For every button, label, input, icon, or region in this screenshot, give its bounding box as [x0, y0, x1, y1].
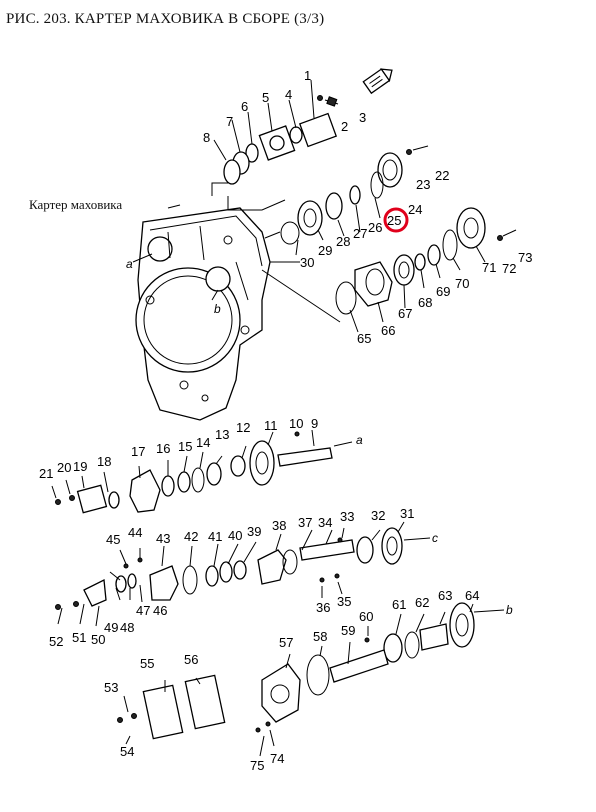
part-label-11: 11 [264, 418, 278, 433]
part-label-37: 37 [298, 515, 312, 530]
part-label-60: 60 [359, 609, 373, 624]
part-label-29: 29 [318, 243, 332, 258]
part-label-23: 23 [416, 177, 430, 192]
part-number-labels: 1 2 3 4 5 6 7 8 9 10 11 12 13 14 15 16 1… [39, 68, 532, 773]
part-label-12: 12 [236, 420, 250, 435]
part-label-30: 30 [300, 255, 314, 270]
part-label-26: 26 [368, 220, 382, 235]
housing-label: Картер маховика [29, 197, 123, 212]
part-label-32: 32 [371, 508, 385, 523]
part-label-74: 74 [270, 751, 284, 766]
part-label-24: 24 [408, 202, 422, 217]
part-label-39: 39 [247, 524, 261, 539]
part-label-59: 59 [341, 623, 355, 638]
part-label-44: 44 [128, 525, 142, 540]
part-label-73: 73 [518, 250, 532, 265]
part-label-6: 6 [241, 99, 248, 114]
part-label-65: 65 [357, 331, 371, 346]
part-label-62: 62 [415, 595, 429, 610]
part-label-40: 40 [228, 528, 242, 543]
connector-a-shaft: a [356, 433, 363, 447]
part-label-31: 31 [400, 506, 414, 521]
part-label-17: 17 [131, 444, 145, 459]
part-label-64: 64 [465, 588, 479, 603]
part-label-61: 61 [392, 597, 406, 612]
part-label-3: 3 [359, 110, 366, 125]
part-label-20: 20 [57, 460, 71, 475]
part-label-22: 22 [435, 168, 449, 183]
part-label-21: 21 [39, 466, 53, 481]
part-label-36: 36 [316, 600, 330, 615]
part-label-16: 16 [156, 441, 170, 456]
part-label-18: 18 [97, 454, 111, 469]
part-label-4: 4 [285, 87, 292, 102]
pto-group-right [335, 207, 517, 333]
connector-b-housing: b [214, 302, 221, 316]
part-label-66: 66 [381, 323, 395, 338]
part-label-8: 8 [203, 130, 210, 145]
flywheel-housing [135, 207, 271, 421]
part-label-51: 51 [72, 630, 86, 645]
part-label-58: 58 [313, 629, 327, 644]
part-label-55: 55 [140, 656, 154, 671]
shaft-group-b [117, 602, 505, 757]
part-label-47: 47 [136, 603, 150, 618]
part-label-43: 43 [156, 531, 170, 546]
part-label-7: 7 [226, 114, 233, 129]
part-label-52: 52 [49, 634, 63, 649]
part-label-15: 15 [178, 439, 192, 454]
part-label-33: 33 [340, 509, 354, 524]
part-label-68: 68 [418, 295, 432, 310]
part-label-50: 50 [91, 632, 105, 647]
part-label-71: 71 [482, 260, 496, 275]
part-label-1: 1 [304, 68, 311, 83]
part-label-2: 2 [341, 119, 348, 134]
part-label-25: 25 [387, 213, 401, 228]
part-label-57: 57 [279, 635, 293, 650]
part-label-56: 56 [184, 652, 198, 667]
fwd-arrow-icon [362, 68, 393, 95]
connector-c-shaft: c [432, 531, 438, 545]
shaft-group-a [51, 429, 353, 514]
part-label-34: 34 [318, 515, 332, 530]
part-label-67: 67 [398, 306, 412, 321]
highlight-circle [383, 207, 409, 233]
connector-b-shaft: b [506, 603, 513, 617]
part-label-72: 72 [502, 261, 516, 276]
part-label-49: 49 [104, 620, 118, 635]
part-label-28: 28 [336, 234, 350, 249]
part-label-13: 13 [215, 427, 229, 442]
part-label-54: 54 [120, 744, 134, 759]
part-label-42: 42 [184, 529, 198, 544]
part-label-48: 48 [120, 620, 134, 635]
part-label-69: 69 [436, 284, 450, 299]
top-cover-group [213, 79, 339, 185]
part-label-5: 5 [262, 90, 269, 105]
part-label-53: 53 [104, 680, 118, 695]
part-label-46: 46 [153, 603, 167, 618]
part-label-45: 45 [106, 532, 120, 547]
part-label-10: 10 [289, 416, 303, 431]
part-label-9: 9 [311, 416, 318, 431]
part-label-19: 19 [73, 459, 87, 474]
part-label-38: 38 [272, 518, 286, 533]
part-label-75: 75 [250, 758, 264, 773]
part-label-27: 27 [353, 226, 367, 241]
part-label-70: 70 [455, 276, 469, 291]
pto-group-upper [280, 145, 429, 256]
figure-title: РИС. 203. КАРТЕР МАХОВИКА В СБОРЕ (3/3) [6, 11, 325, 27]
part-label-35: 35 [337, 594, 351, 609]
part-label-14: 14 [196, 435, 210, 450]
connector-a-housing: a [126, 257, 133, 271]
shaft-group-c [55, 521, 431, 627]
part-label-41: 41 [208, 529, 222, 544]
part-label-63: 63 [438, 588, 452, 603]
